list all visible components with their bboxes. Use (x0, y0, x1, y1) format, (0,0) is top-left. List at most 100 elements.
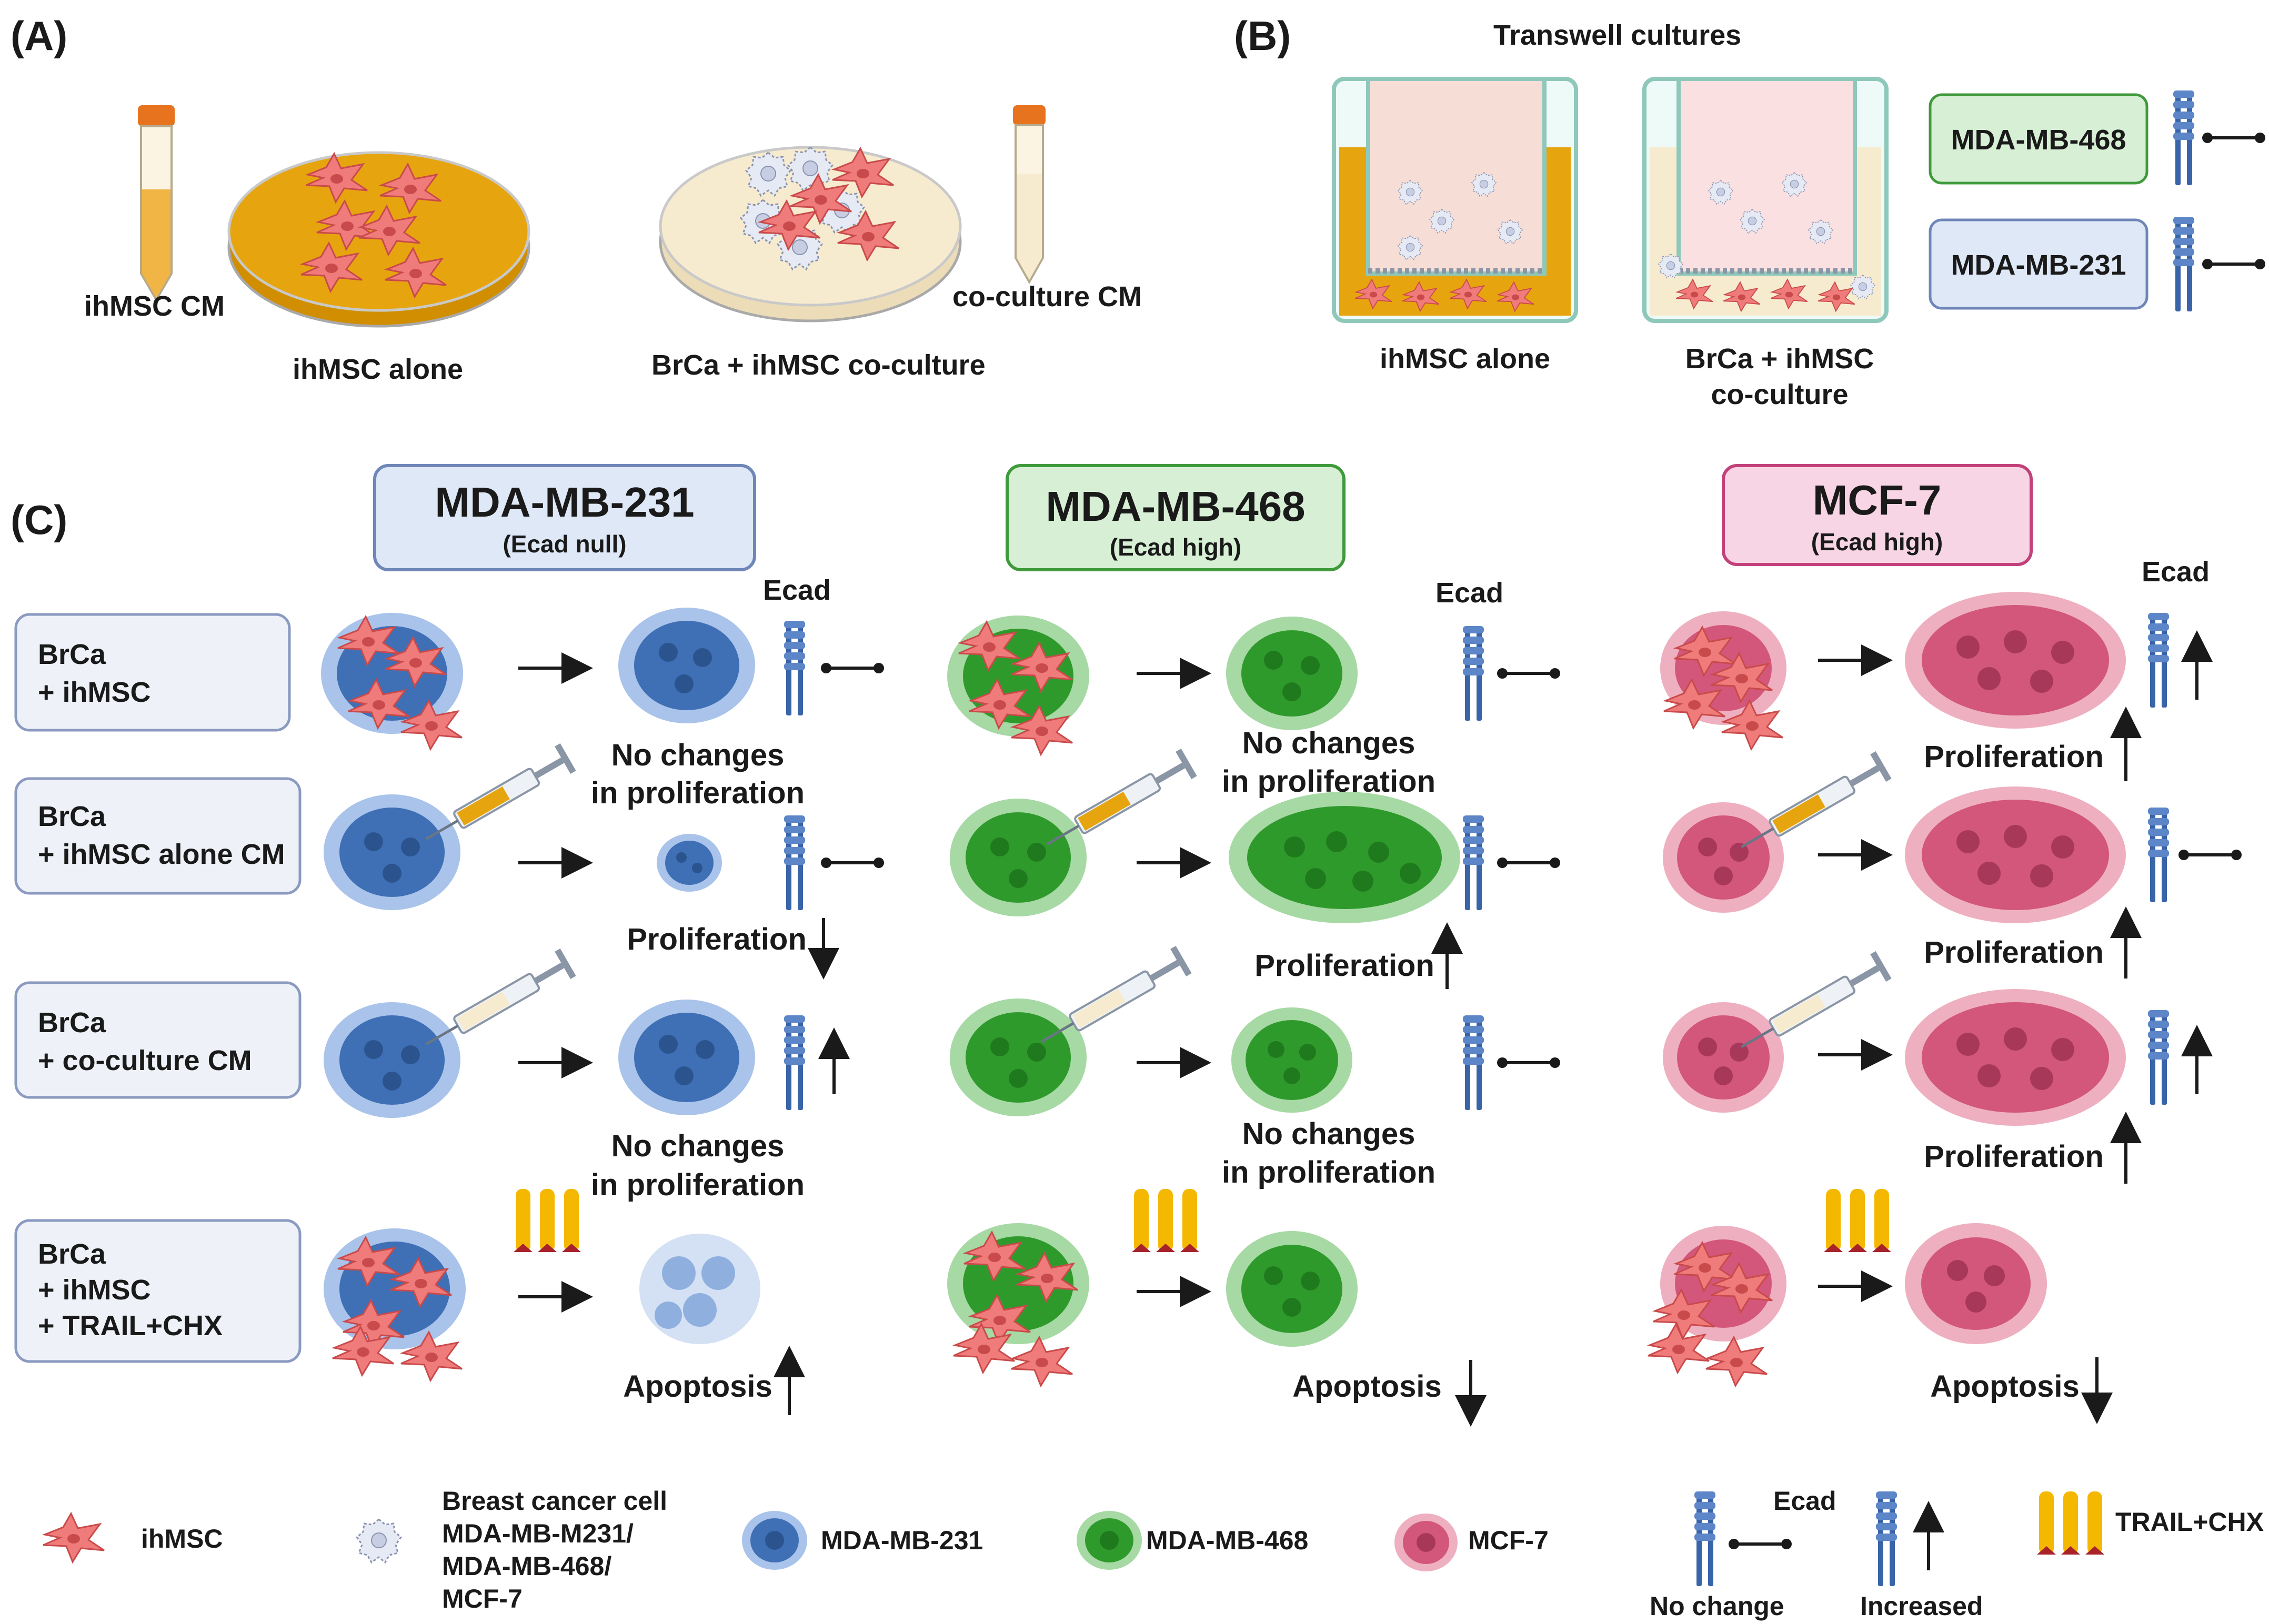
mda468-cluster-icon (1231, 1007, 1352, 1113)
svg-text:+ ihMSC alone CM: + ihMSC alone CM (38, 839, 285, 870)
no-change-icon (821, 858, 884, 868)
legend-bc-line4: MCF-7 (442, 1584, 523, 1613)
mcf7-cluster-icon (1905, 1223, 2047, 1344)
ihmsc-alone-dish-icon (227, 151, 530, 328)
mda468-large-cluster-icon (1229, 792, 1460, 923)
coculture-dish-icon (659, 146, 962, 322)
mda231-cluster-icon (618, 608, 755, 723)
row-label-ihmsc: BrCa + ihMSC (14, 613, 291, 732)
row-label-trail: BrCa + ihMSC + TRAIL+CHX (14, 1219, 302, 1363)
syringe-icon (1039, 749, 1197, 858)
mcf7-cocm-treated-icon (1663, 1002, 1784, 1113)
mcf7-large-cluster-icon (1905, 786, 2126, 923)
no-change-icon (1497, 1057, 1560, 1068)
trail-chx-icon (1132, 1189, 1199, 1252)
mda231-ihmsc-coculture-icon (321, 613, 463, 750)
svg-text:(Ecad null): (Ecad null) (503, 530, 626, 558)
panel-b-box-mda231 (1929, 218, 2148, 310)
mcf7-large-cluster-icon (1905, 989, 2126, 1126)
mda468-cm-treated-icon (950, 799, 1087, 916)
outcome-proliferation: Proliferation (1924, 740, 2104, 774)
ecad-icon (784, 815, 805, 910)
svg-text:(Ecad high): (Ecad high) (1110, 533, 1241, 561)
svg-text:+ ihMSC: + ihMSC (38, 677, 151, 708)
svg-text:MCF-7: MCF-7 (1813, 477, 1941, 523)
legend-mcf7-label: MCF-7 (1468, 1526, 1549, 1555)
ecad-label: Ecad (1435, 577, 1503, 609)
legend-ihmsc-label: ihMSC (141, 1524, 223, 1554)
column-header-mcf7: MCF-7 (Ecad high) (1722, 464, 2033, 566)
row-label-coculture-cm: BrCa + co-culture CM (14, 981, 302, 1099)
outcome-proliferation: Proliferation (627, 922, 807, 956)
outcome-proliferation: Proliferation (1924, 935, 2104, 970)
svg-text:+ TRAIL+CHX: + TRAIL+CHX (38, 1310, 223, 1341)
ecad-label: Ecad (763, 574, 831, 606)
legend-mda231-icon (742, 1511, 807, 1570)
transwell-coculture-label-2: co-culture (1711, 379, 1848, 410)
no-change-icon (2178, 850, 2242, 860)
legend-increased-label: Increased (1860, 1591, 1983, 1621)
ihmsc-cm-tube-icon (138, 105, 175, 302)
syringe-icon (418, 743, 576, 853)
ecad-label: Ecad (2142, 556, 2210, 588)
legend-mda231-label: MDA-MB-231 (821, 1526, 983, 1555)
svg-text:BrCa: BrCa (38, 1238, 106, 1270)
transwell-ihmsc-alone-label: ihMSC alone (1380, 343, 1550, 375)
legend-mda468-icon (1077, 1511, 1142, 1570)
ecad-icon (2173, 90, 2194, 185)
panel-a-label: (A) (11, 13, 67, 59)
outcome-no-changes-1: No changes (1242, 726, 1415, 760)
svg-text:MDA-MB-231: MDA-MB-231 (435, 479, 694, 526)
mda468-cluster-icon (1226, 1231, 1358, 1347)
outcome-apoptosis: Apoptosis (623, 1369, 772, 1404)
ihmsc-cm-label: ihMSC CM (84, 290, 225, 322)
transwell-ihmsc-alone-icon (1332, 77, 1578, 323)
ecad-icon (2148, 808, 2169, 902)
outcome-no-changes-1: No changes (1242, 1117, 1415, 1151)
ecad-icon (2148, 613, 2169, 708)
no-change-icon (2202, 133, 2265, 143)
svg-text:BrCa: BrCa (38, 1007, 106, 1038)
syringe-icon (418, 949, 576, 1058)
mcf7-ihmsc-coculture-icon (1660, 611, 1786, 750)
transwell-title: Transwell cultures (1493, 19, 1741, 51)
outcome-no-changes-1: No changes (611, 1129, 785, 1163)
transwell-coculture-label-1: BrCa + ihMSC (1685, 343, 1874, 375)
no-change-icon (821, 663, 884, 673)
panel-b-box-mda468 (1929, 93, 2148, 185)
mda231-ihmsc-trail-icon (324, 1228, 466, 1381)
column-header-mda231: MDA-MB-231 (Ecad null) (373, 464, 756, 571)
ecad-icon (784, 1015, 805, 1110)
legend-trail-chx-icon (2037, 1491, 2104, 1555)
outcome-proliferation: Proliferation (1924, 1139, 2104, 1174)
svg-text:BrCa: BrCa (38, 801, 106, 832)
mda468-ihmsc-coculture-icon (947, 616, 1089, 755)
mcf7-ihmsc-trail-icon (1647, 1226, 1786, 1387)
panel-c-label: (C) (11, 497, 67, 543)
svg-text:BrCa: BrCa (38, 639, 106, 670)
ecad-icon (784, 621, 805, 715)
legend-no-change-icon (1729, 1539, 1792, 1549)
coculture-cm-tube-icon (1013, 105, 1046, 285)
syringe-icon (1733, 751, 1891, 861)
panel-b-label: (B) (1234, 13, 1291, 59)
svg-text:MDA-MB-468: MDA-MB-468 (1046, 483, 1305, 530)
mda231-cocm-treated-icon (324, 1002, 460, 1118)
svg-text:+ co-culture CM: + co-culture CM (38, 1045, 252, 1076)
mda231-cluster-icon (618, 1000, 755, 1115)
ecad-icon (1463, 815, 1484, 910)
ecad-icon (1463, 626, 1484, 721)
legend-bc-line1: Breast cancer cell (442, 1486, 667, 1516)
mcf7-cm-treated-icon (1663, 802, 1784, 913)
ecad-icon (2173, 217, 2194, 311)
legend-no-change-label: No change (1650, 1591, 1784, 1621)
no-change-icon (1497, 668, 1560, 679)
outcome-no-changes-2: in proliferation (591, 1168, 805, 1202)
legend-ecad-icon (1876, 1491, 1897, 1586)
coculture-label: BrCa + ihMSC co-culture (651, 349, 986, 381)
legend-ihmsc-icon (42, 1512, 105, 1563)
ecad-icon (1463, 1015, 1484, 1110)
legend-bc-line2: MDA-MB-M231/ (442, 1519, 634, 1548)
svg-text:(Ecad high): (Ecad high) (1811, 528, 1943, 556)
